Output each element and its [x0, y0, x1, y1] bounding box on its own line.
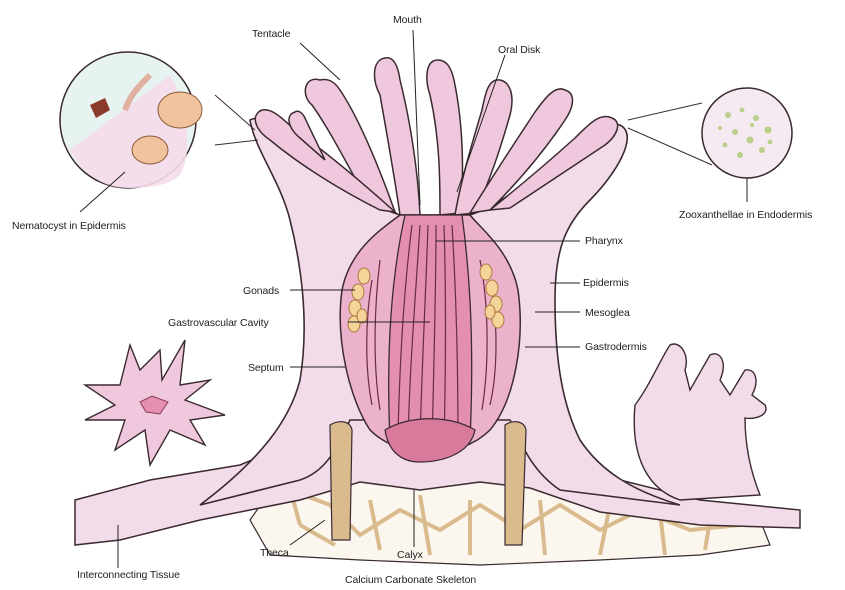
- label-oral-disk: Oral Disk: [498, 44, 540, 56]
- label-gonads: Gonads: [243, 285, 279, 297]
- label-mesoglea: Mesoglea: [585, 307, 630, 319]
- label-gastrodermis: Gastrodermis: [585, 341, 647, 353]
- label-pharynx: Pharynx: [585, 235, 623, 247]
- label-calyx: Calyx: [397, 549, 423, 561]
- label-zooxanthellae: Zooxanthellae in Endodermis: [679, 209, 812, 221]
- label-mouth: Mouth: [393, 14, 422, 26]
- zooxanthellae-inset: [628, 88, 792, 178]
- pharynx: [389, 215, 472, 440]
- label-epidermis: Epidermis: [583, 277, 629, 289]
- label-calcium-carbonate-skeleton: Calcium Carbonate Skeleton: [345, 574, 476, 586]
- label-nematocyst: Nematocyst in Epidermis: [12, 220, 126, 232]
- label-theca: Theca: [260, 547, 289, 559]
- label-interconnecting-tissue: Interconnecting Tissue: [77, 569, 180, 581]
- nematocyst-inset: [60, 52, 258, 188]
- label-tentacle: Tentacle: [252, 28, 290, 40]
- label-gastrovascular-cavity: Gastrovascular Cavity: [168, 317, 269, 329]
- right-budding-polyp: [634, 344, 766, 500]
- label-septum: Septum: [248, 362, 284, 374]
